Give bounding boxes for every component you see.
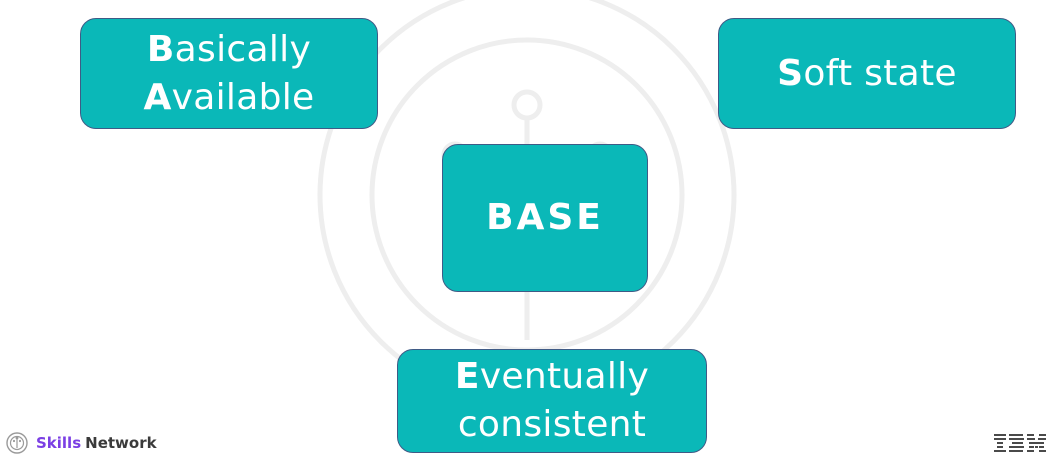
eventually-line: Eventually: [455, 353, 649, 401]
available-rest: vailable: [171, 76, 315, 118]
base-label: BASE: [486, 197, 604, 238]
skills-label: Skills: [36, 434, 82, 452]
network-label: Network: [85, 434, 157, 452]
ibm-logo: [994, 434, 1046, 452]
basically-rest: asically: [174, 28, 312, 70]
basically-available-box: Basically Available: [80, 18, 378, 129]
soft-state-box: Soft state: [718, 18, 1016, 129]
eventually-rest: ventually: [479, 356, 650, 397]
basically-initial: B: [146, 28, 175, 70]
skills-network-logo-icon: [6, 432, 28, 454]
available-initial: A: [143, 76, 172, 118]
eventually-consistent-box: Eventually consistent: [397, 349, 707, 453]
consistent-line: consistent: [457, 404, 647, 445]
soft-state-line: Soft state: [777, 50, 957, 98]
base-center-box: BASE: [442, 144, 648, 292]
eventually-initial: E: [454, 356, 480, 397]
skills-network-brand: Skills Network: [6, 432, 157, 454]
basically-line: Basically: [147, 26, 311, 74]
available-line: Available: [143, 74, 314, 122]
soft-state-rest: oft state: [803, 52, 957, 94]
soft-state-initial: S: [777, 52, 804, 94]
